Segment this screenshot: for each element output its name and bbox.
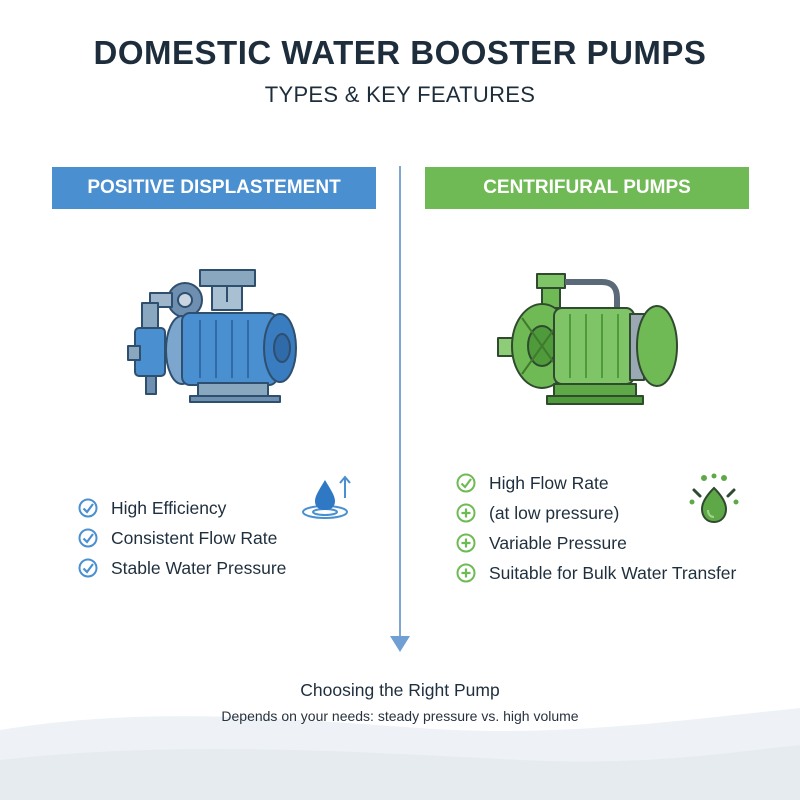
list-item: High Efficiency <box>78 493 286 523</box>
footer-title: Choosing the Right Pump <box>300 680 500 700</box>
divider-arrow-icon <box>390 636 410 652</box>
plus-circle-icon <box>456 533 476 553</box>
water-splash-icon <box>689 473 739 524</box>
feature-label: Stable Water Pressure <box>111 557 287 578</box>
list-item: Stable Water Pressure <box>78 553 286 583</box>
page-title: DOMESTIC WATER BOOSTER PUMPS <box>93 34 707 71</box>
centrifugal-features: High Flow Rate (at low pressure) Variabl… <box>456 468 736 588</box>
plus-circle-icon <box>456 563 476 583</box>
positive-displacement-pump-image <box>127 269 297 403</box>
list-item: Suitable for Bulk Water Transfer <box>456 558 736 588</box>
water-drop-rising-icon <box>302 475 351 519</box>
check-circle-icon <box>456 473 476 493</box>
positive-displacement-features: High Efficiency Consistent Flow Rate Sta… <box>78 493 286 583</box>
page-subtitle: TYPES & KEY FEATURES <box>264 82 536 107</box>
feature-label: Suitable for Bulk Water Transfer <box>489 562 737 583</box>
centrifugal-pump-image <box>497 273 678 405</box>
feature-label: High Efficiency <box>111 497 227 518</box>
centrifugal-heading: CENTRIFURAL PUMPS <box>425 167 749 209</box>
list-item: (at low pressure) <box>456 498 736 528</box>
feature-label: Variable Pressure <box>489 532 627 553</box>
list-item: Variable Pressure <box>456 528 736 558</box>
positive-displacement-heading: POSITIVE DISPLASTEMENT PUMPS <box>52 167 376 240</box>
list-item: Consistent Flow Rate <box>78 523 286 553</box>
background-wave <box>0 708 800 800</box>
center-divider <box>399 166 401 638</box>
check-circle-icon <box>78 558 98 578</box>
feature-label: High Flow Rate <box>489 472 609 493</box>
feature-label: (at low pressure) <box>489 502 620 523</box>
footer-subtitle: Depends on your needs: steady pressure v… <box>221 708 579 724</box>
feature-label: Consistent Flow Rate <box>111 527 278 548</box>
check-circle-icon <box>78 528 98 548</box>
list-item: High Flow Rate <box>456 468 736 498</box>
plus-circle-icon <box>456 503 476 523</box>
check-circle-icon <box>78 498 98 518</box>
